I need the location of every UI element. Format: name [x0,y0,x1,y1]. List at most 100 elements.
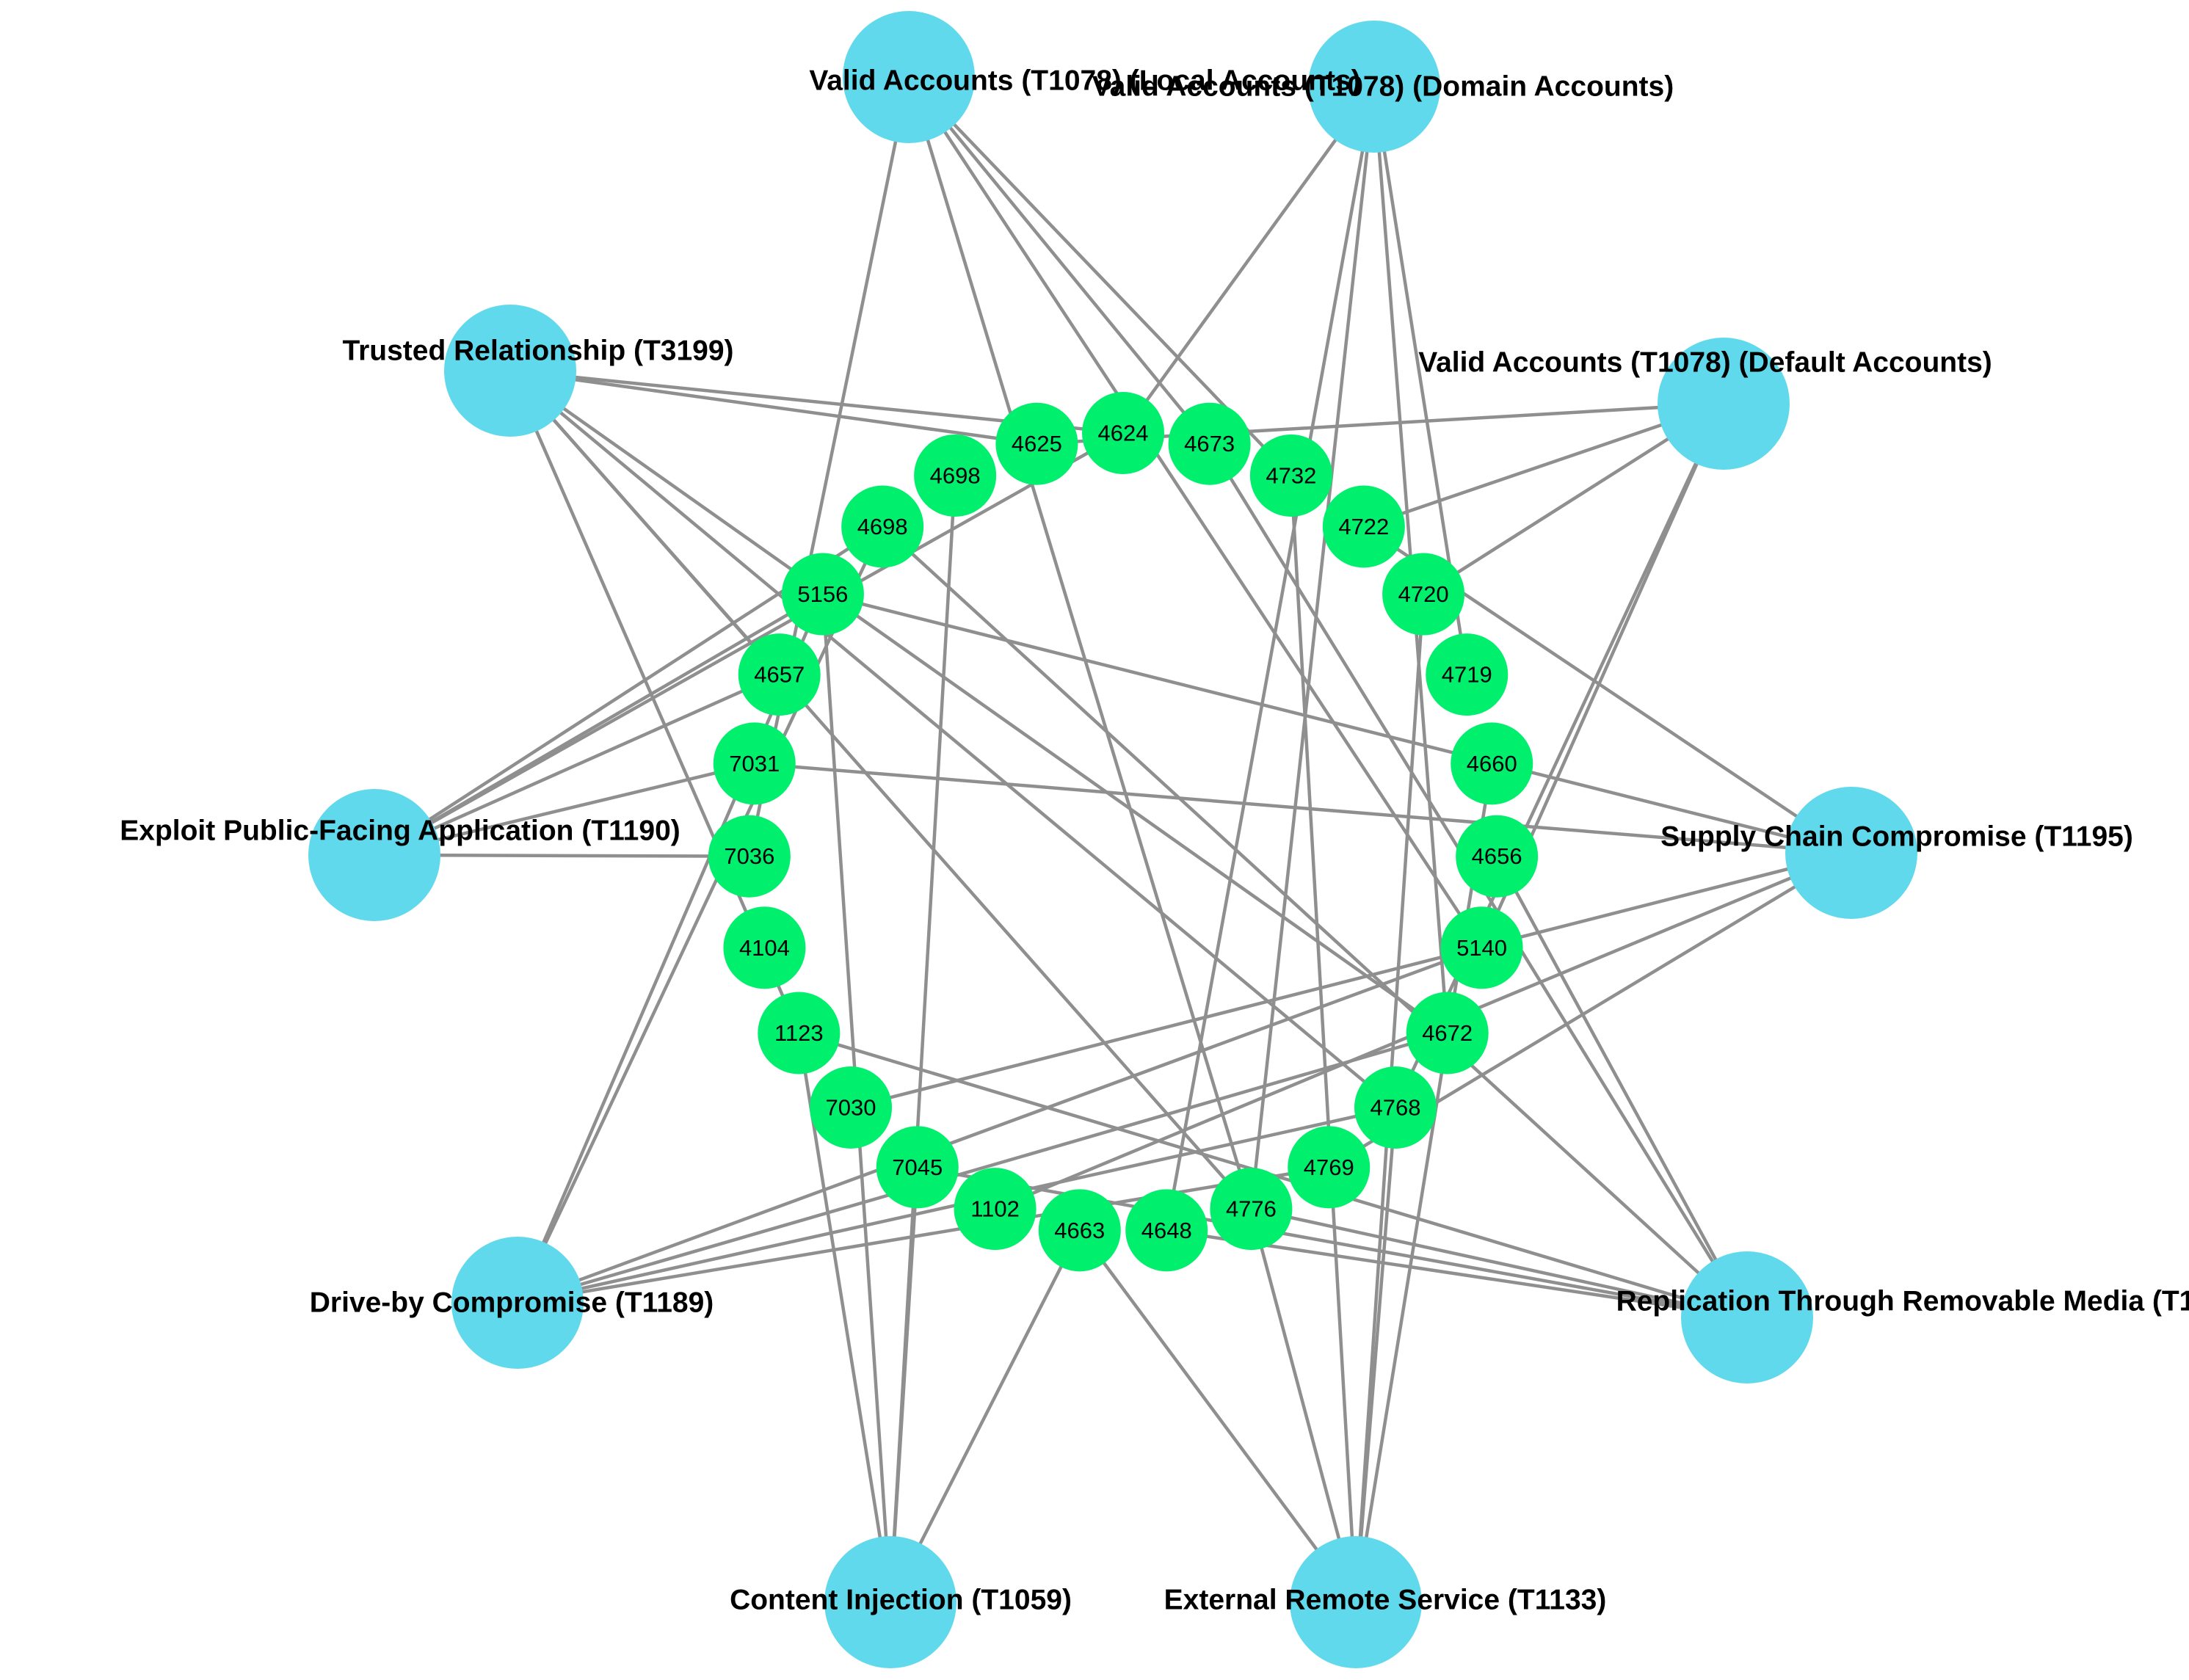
technique-node-domain[interactable] [1308,21,1440,153]
event-node-7045[interactable]: 7045 [876,1126,959,1209]
event-label: 4673 [1184,431,1235,457]
event-node-4648[interactable]: 4648 [1125,1189,1208,1272]
event-label: 7031 [729,751,780,777]
event-label: 4698 [930,462,981,488]
event-circle [1354,1066,1437,1149]
event-label: 7045 [892,1154,943,1180]
edge-domain-4624 [1121,84,1376,435]
event-circle [713,722,796,805]
event-circle [841,485,924,568]
technique-node-driveby[interactable] [451,1237,584,1369]
event-circle [1382,553,1465,636]
edge-content-1123 [797,1031,893,1604]
technique-node-supply[interactable] [1785,787,1917,919]
event-node-4698[interactable]: 4698 [914,434,997,517]
edge-content-4663 [888,1229,1082,1604]
edge-trusted-4768 [508,368,1398,1110]
event-node-7036[interactable]: 7036 [708,815,791,898]
event-node-4624[interactable]: 4624 [1082,392,1164,474]
technique-circle [824,1536,956,1668]
event-node-4719[interactable]: 4719 [1426,633,1509,716]
technique-label-trusted: Trusted Relationship (T3199) [342,335,733,367]
event-label: 4656 [1472,843,1522,869]
event-node-4776[interactable]: 4776 [1210,1168,1293,1251]
event-label: 7030 [826,1095,876,1121]
technique-circle [308,789,440,921]
event-circle [914,434,997,517]
event-circle [1440,906,1523,989]
technique-node-trusted[interactable] [444,305,576,437]
event-node-4625[interactable]: 4625 [995,402,1078,485]
event-node-1123[interactable]: 1123 [758,992,841,1074]
event-node-7031[interactable]: 7031 [713,722,796,805]
edge-domain-4648 [1164,84,1376,1232]
technique-circle [1658,338,1790,470]
edge-local-4673 [907,75,1211,446]
event-circle [1451,722,1533,805]
edge-trusted-4625 [508,368,1039,446]
event-circle [954,1168,1037,1251]
event-circle [781,553,864,636]
technique-node-layer: Valid Accounts (T1078) (Local Accounts)V… [120,11,2189,1668]
event-label: 7036 [724,843,774,869]
event-node-4657[interactable]: 4657 [738,633,821,716]
edge-removable-7045 [915,1166,1749,1320]
event-node-1102[interactable]: 1102 [954,1168,1037,1251]
technique-circle [1681,1251,1813,1383]
edge-trusted-4672 [508,368,1449,1035]
technique-node-content[interactable] [824,1536,956,1668]
technique-circle [843,11,975,143]
technique-circle [1785,787,1917,919]
event-label: 1102 [970,1196,1020,1222]
event-node-7030[interactable]: 7030 [810,1066,893,1149]
event-node-4720[interactable]: 4720 [1382,553,1465,636]
event-node-4768[interactable]: 4768 [1354,1066,1437,1149]
event-label: 4769 [1304,1154,1354,1180]
event-node-4722[interactable]: 4722 [1322,485,1405,568]
technique-label-removable: Replication Through Removable Media (T10… [1616,1286,2189,1317]
event-node-4769[interactable]: 4769 [1288,1126,1371,1209]
edge-local-7036 [747,75,911,858]
technique-circle [1290,1536,1422,1668]
event-node-4656[interactable]: 4656 [1456,815,1539,898]
technique-label-driveby: Drive-by Compromise (T1189) [310,1287,714,1319]
technique-node-removable[interactable] [1681,1251,1813,1383]
event-label: 4672 [1422,1020,1473,1046]
event-node-4672[interactable]: 4672 [1406,992,1489,1074]
event-circle [738,633,821,716]
edge-driveby-5140 [515,946,1484,1305]
event-node-4673[interactable]: 4673 [1168,402,1251,485]
edge-supply-5156 [821,592,1854,855]
edge-local-5140 [907,75,1484,950]
event-circle [1322,485,1405,568]
event-node-4732[interactable]: 4732 [1249,434,1332,517]
event-node-4660[interactable]: 4660 [1451,722,1533,805]
event-label: 4776 [1226,1196,1277,1222]
technique-label-domain: Valid Accounts (T1078) (Domain Accounts) [1092,71,1674,103]
event-circle [1038,1189,1121,1272]
edge-removable-4656 [1495,854,1749,1320]
event-node-4104[interactable]: 4104 [723,906,806,989]
event-node-5140[interactable]: 5140 [1440,906,1523,989]
event-node-5156[interactable]: 5156 [781,553,864,636]
event-circle [995,402,1078,485]
technique-label-supply: Supply Chain Compromise (T1195) [1660,821,2133,853]
technique-circle [444,305,576,437]
event-node-4663[interactable]: 4663 [1038,1189,1121,1272]
technique-node-exploit[interactable] [308,789,440,921]
event-label: 4698 [857,514,908,539]
event-label: 5140 [1456,935,1507,961]
edge-removable-4698 [880,525,1749,1320]
event-node-4698[interactable]: 4698 [841,485,924,568]
event-label: 4657 [754,662,805,688]
event-label: 4732 [1266,462,1316,488]
event-label: 4660 [1467,751,1517,777]
technique-node-local[interactable] [843,11,975,143]
technique-node-remote[interactable] [1290,1536,1422,1668]
event-circle [1456,815,1539,898]
edge-exploit-4657 [372,672,781,857]
technique-node-default[interactable] [1658,338,1790,470]
technique-label-default: Valid Accounts (T1078) (Default Accounts… [1418,347,1992,379]
event-circle [1125,1189,1208,1272]
